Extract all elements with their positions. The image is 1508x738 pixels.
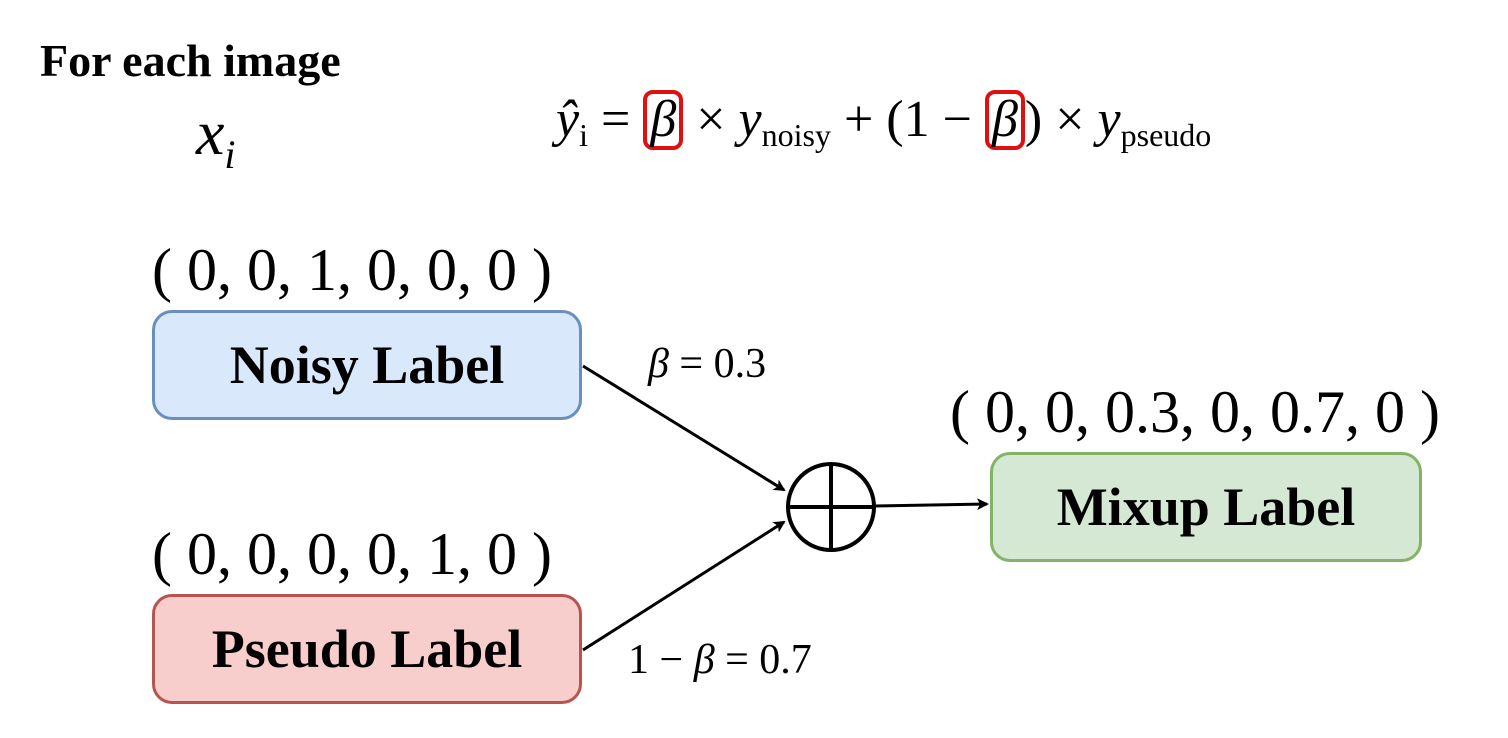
combine-to-mixup-arrow	[873, 498, 989, 511]
noisy-label-box: Noisy Label	[152, 310, 582, 420]
image-variable-sub: i	[224, 132, 236, 177]
noisy-weight-value: = 0.3	[668, 341, 767, 387]
image-variable: xi	[196, 96, 236, 178]
noisy-to-combine-arrow	[582, 364, 786, 492]
formula-y-noisy: y	[738, 91, 762, 148]
formula-times-1: ×	[683, 91, 739, 148]
pseudo-weight-prefix: 1 −	[628, 637, 694, 683]
pseudo-label-box: Pseudo Label	[152, 594, 582, 704]
formula-y-pseudo: y	[1097, 91, 1121, 148]
pseudo-to-combine-arrow	[582, 520, 786, 652]
mixup-label-box: Mixup Label	[990, 452, 1422, 562]
formula-plus-open: + (1 −	[830, 91, 985, 148]
formula-lhs: ŷ	[556, 91, 580, 148]
section-title: For each image	[40, 35, 341, 86]
noisy-vector: ( 0, 0, 1, 0, 0, 0 )	[152, 237, 552, 303]
pseudo-weight-beta: β	[693, 637, 715, 683]
image-variable-main: x	[196, 97, 225, 168]
pseudo-weight-label: 1 − β = 0.7	[628, 636, 812, 684]
formula-equals: =	[587, 91, 644, 148]
formula-close-paren: )	[1024, 91, 1043, 148]
mixup-vector: ( 0, 0, 0.3, 0, 0.7, 0 )	[950, 379, 1440, 445]
formula-noisy-sub: noisy	[761, 117, 831, 153]
beta-highlight-1: β	[643, 90, 684, 150]
noisy-weight-label: β = 0.3	[648, 340, 766, 388]
mixup-formula: ŷi = β × ynoisy + (1 − β) × ypseudo	[556, 80, 1211, 175]
noisy-weight-beta: β	[648, 341, 669, 387]
oplus-icon	[786, 462, 876, 552]
pseudo-vector: ( 0, 0, 0, 0, 1, 0 )	[152, 521, 552, 587]
formula-times-2: ×	[1042, 91, 1098, 148]
pseudo-weight-value: = 0.7	[714, 637, 812, 683]
beta-highlight-2: β	[984, 90, 1025, 150]
formula-pseudo-sub: pseudo	[1120, 117, 1212, 153]
formula-lhs-sub: i	[579, 117, 588, 153]
